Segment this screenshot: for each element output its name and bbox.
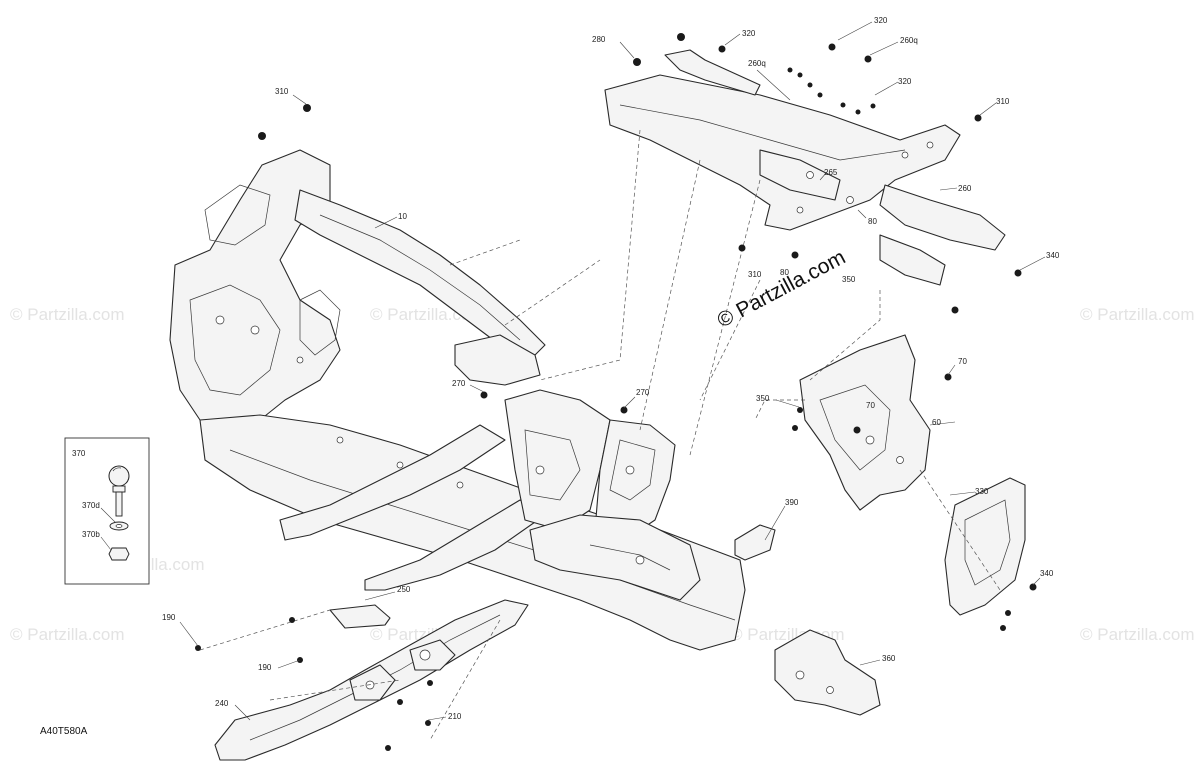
callout-label: 340: [1046, 251, 1060, 260]
callout-label: 70: [958, 357, 967, 366]
callout-label: 270: [452, 379, 466, 388]
callout-label: 320: [742, 29, 756, 38]
fasteners: [195, 33, 1037, 751]
callout-label: 190: [258, 663, 272, 672]
assembly-lines: [199, 129, 1001, 741]
callout-label: 240: [215, 699, 229, 708]
lower-bracket: [774, 629, 881, 716]
callout-label: 70: [866, 401, 875, 410]
figure-code: A40T580A: [40, 726, 88, 737]
callout-label: 310: [275, 87, 289, 96]
callout-label: 310: [748, 270, 762, 279]
callout-label: 360: [882, 654, 896, 663]
callout-label: 260q: [748, 59, 766, 68]
callout-label: 390: [785, 498, 799, 507]
callout-label: 10: [398, 212, 407, 221]
watermark-text: © Partzilla.com: [10, 625, 125, 644]
callout-label: 60: [932, 418, 941, 427]
watermark-text: © Partzilla.com: [1080, 305, 1195, 324]
plate: [734, 524, 776, 561]
callout-label: 340: [1040, 569, 1054, 578]
callout-label: 260: [958, 184, 972, 193]
watermark-text: © Partzilla.com: [1080, 625, 1195, 644]
callout-label: 330: [975, 487, 989, 496]
callout-label: 270: [636, 388, 650, 397]
copyright-watermark: © Partzilla.com: [714, 246, 850, 333]
watermark-text: © Partzilla.com: [10, 305, 125, 324]
callout-label: 310: [996, 97, 1010, 106]
callout-label: 265: [824, 168, 838, 177]
inset-box: 370 370d 370b: [64, 437, 150, 585]
small-bracket: [329, 604, 391, 629]
callout-label: 80: [780, 268, 789, 277]
callout-label: 250: [397, 585, 411, 594]
callout-label: 280: [592, 35, 606, 44]
callout-label: 350: [842, 275, 856, 284]
inset-label: 370b: [82, 530, 100, 539]
callout-label: 190: [162, 613, 176, 622]
rear-subframe: [604, 49, 1006, 286]
callout-label: 80: [868, 217, 877, 226]
inset-label: 370: [72, 449, 86, 458]
leader-lines: [179, 21, 1046, 721]
lower-rail: [214, 599, 529, 761]
main-frame: [169, 149, 746, 651]
skid-plate: [944, 477, 1026, 616]
callout-label: 260q: [900, 36, 918, 45]
callout-label: 350: [756, 394, 770, 403]
callout-labels: 10 60 70 70 80 80 190 190 210 240 250 26…: [162, 16, 1060, 721]
inset-label: 370d: [82, 501, 100, 510]
callout-label: 210: [448, 712, 462, 721]
right-bracket: [799, 334, 931, 511]
callout-label: 320: [874, 16, 888, 25]
callout-label: 320: [898, 77, 912, 86]
